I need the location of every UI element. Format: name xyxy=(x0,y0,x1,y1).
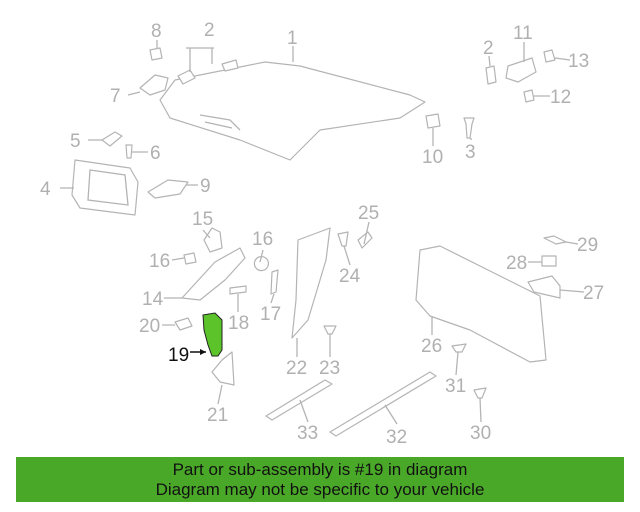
callout-33[interactable]: 33 xyxy=(297,423,318,444)
callout-29[interactable]: 29 xyxy=(577,235,598,256)
info-banner: Part or sub-assembly is #19 in diagram D… xyxy=(16,457,624,502)
callout-15[interactable]: 15 xyxy=(192,209,213,230)
callout-7[interactable]: 7 xyxy=(110,86,121,107)
callout-1[interactable]: 1 xyxy=(287,28,298,49)
callout-4[interactable]: 4 xyxy=(40,179,51,200)
part-23[interactable] xyxy=(323,325,337,335)
callout-6[interactable]: 6 xyxy=(150,143,161,164)
callout-10[interactable]: 10 xyxy=(422,147,443,168)
part-16[interactable] xyxy=(253,256,269,272)
callout-9[interactable]: 9 xyxy=(200,176,211,197)
callout-16[interactable]: 16 xyxy=(252,229,273,250)
callout-26[interactable]: 26 xyxy=(421,336,442,357)
callout-27[interactable]: 27 xyxy=(583,283,604,304)
callout-13[interactable]: 13 xyxy=(568,51,589,72)
part-10[interactable] xyxy=(425,113,441,129)
callout-22[interactable]: 22 xyxy=(286,358,307,379)
callout-5[interactable]: 5 xyxy=(70,131,81,152)
part-2-right[interactable] xyxy=(485,65,497,85)
part-20[interactable] xyxy=(174,317,193,331)
part-22[interactable] xyxy=(291,227,331,339)
callout-24[interactable]: 24 xyxy=(339,266,361,287)
callout-18[interactable]: 18 xyxy=(228,313,249,334)
part-24[interactable] xyxy=(337,231,349,247)
part-21[interactable] xyxy=(211,351,235,386)
part-27[interactable] xyxy=(527,275,561,299)
part-14[interactable] xyxy=(181,247,246,301)
part-5[interactable] xyxy=(101,131,123,147)
callout-11[interactable]: 11 xyxy=(513,23,533,44)
banner-line-1: Part or sub-assembly is #19 in diagram xyxy=(172,460,468,479)
part-6[interactable] xyxy=(125,144,133,159)
part-2-left-b[interactable] xyxy=(221,59,239,72)
part-15[interactable] xyxy=(203,227,223,253)
part-8[interactable] xyxy=(149,47,163,61)
callout-30[interactable]: 30 xyxy=(470,423,491,444)
part-18[interactable] xyxy=(229,285,247,295)
callout-14[interactable]: 14 xyxy=(142,289,164,310)
callout-20[interactable]: 20 xyxy=(139,316,160,337)
callout-labels: 1 2 2 3 4 5 6 7 8 9 10 11 12 13 14 15 16… xyxy=(40,20,604,448)
part-9[interactable] xyxy=(147,179,189,199)
part-17[interactable] xyxy=(270,269,279,295)
callout-17[interactable]: 17 xyxy=(260,304,281,325)
part-19-highlighted[interactable] xyxy=(202,312,223,357)
part-33[interactable] xyxy=(265,379,333,421)
callout-21[interactable]: 21 xyxy=(207,405,228,426)
part-11[interactable] xyxy=(505,57,537,83)
callout-2[interactable]: 2 xyxy=(483,38,494,59)
part-16-left[interactable] xyxy=(183,252,197,265)
callout-32[interactable]: 32 xyxy=(386,427,407,448)
part-29[interactable] xyxy=(543,235,567,245)
part-2-left[interactable] xyxy=(177,69,196,85)
callout-23[interactable]: 23 xyxy=(319,358,340,379)
part-32[interactable] xyxy=(329,371,437,437)
callout-25[interactable]: 25 xyxy=(358,203,379,224)
part-13[interactable] xyxy=(543,49,556,63)
callout-28[interactable]: 28 xyxy=(506,253,527,274)
part-1-headliner[interactable] xyxy=(159,61,426,161)
part-26[interactable] xyxy=(415,245,547,363)
part-4-visor[interactable] xyxy=(71,159,139,216)
part-12[interactable] xyxy=(523,89,535,103)
part-31[interactable] xyxy=(451,343,467,353)
callout-31[interactable]: 31 xyxy=(445,376,466,397)
callout-19[interactable]: 19 xyxy=(168,345,189,366)
banner-line-2: Diagram may not be specific to your vehi… xyxy=(155,480,485,499)
part-30[interactable] xyxy=(473,387,487,399)
part-7[interactable] xyxy=(139,74,169,96)
callout-16[interactable]: 16 xyxy=(149,251,170,272)
callout-2[interactable]: 2 xyxy=(204,20,215,41)
callout-8[interactable]: 8 xyxy=(151,21,162,42)
part-28[interactable] xyxy=(541,255,557,267)
callout-12[interactable]: 12 xyxy=(550,87,571,108)
part-3[interactable] xyxy=(463,117,475,139)
callout-3[interactable]: 3 xyxy=(465,142,476,163)
